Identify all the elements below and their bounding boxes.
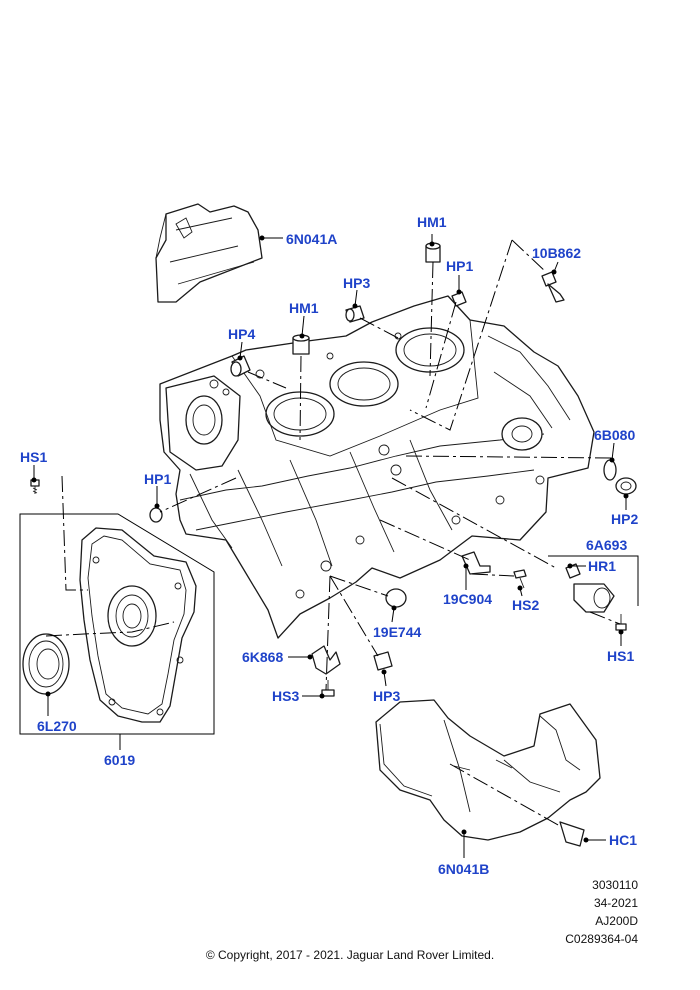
- sensor-10b862: [541, 271, 565, 303]
- callout-hc1: HC1: [609, 832, 637, 848]
- callout-hs2: HS2: [512, 597, 539, 613]
- callout-6n041a: 6N041A: [286, 231, 337, 247]
- reference-illustration-id: C0289364-04: [565, 932, 638, 946]
- callout-10b862: 10B862: [532, 245, 581, 261]
- front-cover-6019: [79, 527, 197, 723]
- callout-6a693: 6A693: [586, 537, 627, 553]
- bolt-hs3: [321, 680, 335, 697]
- heat-shield-6n041a: [155, 203, 263, 303]
- sensor-6a693: [565, 563, 615, 613]
- bolt-hs2: [513, 569, 527, 589]
- callout-19c904: 19C904: [443, 591, 492, 607]
- plug-hp2: [615, 477, 637, 495]
- reference-engine-code: AJ200D: [595, 914, 638, 928]
- clip-hc1: [559, 821, 585, 847]
- group-bracket-6a693: [548, 555, 639, 606]
- callout-hp4: HP4: [228, 326, 255, 342]
- callout-hm1-mid: HM1: [289, 300, 319, 316]
- callout-hp2: HP2: [611, 511, 638, 527]
- bracket-6k868: [311, 645, 341, 675]
- callout-6b080: 6B080: [594, 427, 635, 443]
- oil-seal-6l270: [22, 633, 70, 695]
- seal-6b080: [603, 459, 617, 481]
- plug-19e744: [385, 588, 407, 608]
- callout-hs1-right: HS1: [607, 648, 634, 664]
- reference-date: 34-2021: [593, 896, 638, 910]
- group-bracket-6019: [19, 513, 215, 735]
- reference-number: 3030110: [592, 878, 638, 892]
- callout-hp1-top: HP1: [446, 258, 473, 274]
- callout-6019: 6019: [104, 752, 135, 768]
- callout-6l270: 6L270: [37, 718, 77, 734]
- plug-hp3-bottom: [373, 651, 393, 671]
- callout-6k868: 6K868: [242, 649, 283, 665]
- callout-hp3-bottom: HP3: [373, 688, 400, 704]
- copyright-notice: © Copyright, 2017 - 2021. Jaguar Land Ro…: [205, 948, 495, 962]
- callout-hp1-left: HP1: [144, 471, 171, 487]
- callout-hs3: HS3: [272, 688, 299, 704]
- bolt-hs1-right: [615, 614, 627, 631]
- plug-hp1-left: [149, 507, 163, 523]
- callout-hs1-left: HS1: [20, 449, 47, 465]
- callout-labels: 6N041A HM1 10B862 HP1 HP3 HM1 HP4 6B080 …: [20, 214, 638, 877]
- callout-hp3-top: HP3: [343, 275, 370, 291]
- callout-hr1: HR1: [588, 558, 616, 574]
- assembly-lines: [45, 239, 621, 827]
- callout-6n041b: 6N041B: [438, 861, 489, 877]
- fitting-19c904: [461, 551, 491, 575]
- leader-lines: [31, 234, 629, 858]
- heat-shield-6n041b: [375, 699, 601, 841]
- callout-19e744: 19E744: [373, 624, 421, 640]
- callout-hm1-top: HM1: [417, 214, 447, 230]
- engine-block: [159, 295, 595, 639]
